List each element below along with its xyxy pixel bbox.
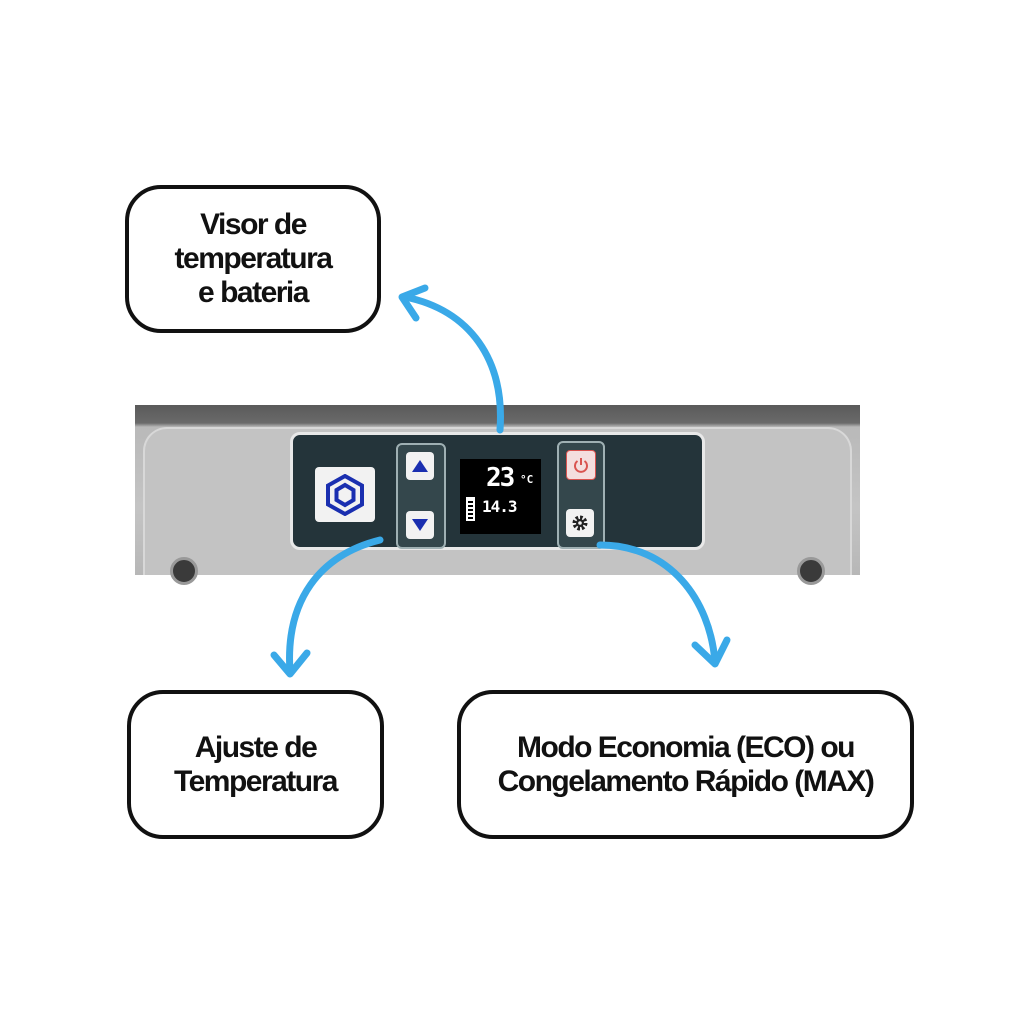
arrowhead-icon (398, 284, 429, 322)
callout-adjust-line2: Temperatura (173, 764, 339, 798)
power-icon (574, 458, 588, 473)
callout-adjust-line1: Ajuste de (194, 730, 318, 764)
temperature-readout: 23 (486, 463, 515, 493)
battery-icon (466, 497, 475, 521)
arrowhead-icon (270, 649, 311, 678)
callout-display-line2: temperatura (174, 242, 333, 275)
settings-button[interactable] (566, 509, 594, 537)
screw-hole (797, 557, 825, 585)
control-panel: 23 °C 14.3 (290, 432, 705, 550)
screw-hole (170, 557, 198, 585)
temperature-down-button[interactable] (406, 511, 434, 539)
power-button[interactable] (566, 450, 596, 480)
gear-icon (572, 515, 588, 531)
callout-display-line1: Visor de (200, 208, 307, 241)
voltage-readout: 14.3 (482, 497, 518, 516)
lcd-display: 23 °C 14.3 (460, 459, 541, 534)
temperature-buttons (396, 443, 446, 549)
hexagon-logo-icon (326, 473, 364, 516)
mode-buttons (557, 441, 605, 549)
triangle-up-icon (412, 460, 428, 472)
temperature-up-button[interactable] (406, 452, 434, 480)
callout-mode-line1: Modo Economia (ECO) ou (517, 730, 855, 764)
callout-mode-line2: Congelamento Rápido (MAX) (497, 764, 875, 798)
brand-button[interactable] (315, 467, 375, 522)
temperature-unit: °C (520, 473, 534, 486)
triangle-down-icon (412, 519, 428, 531)
callout-display-line3: e bateria (198, 276, 309, 309)
arrowhead-icon (691, 636, 731, 668)
